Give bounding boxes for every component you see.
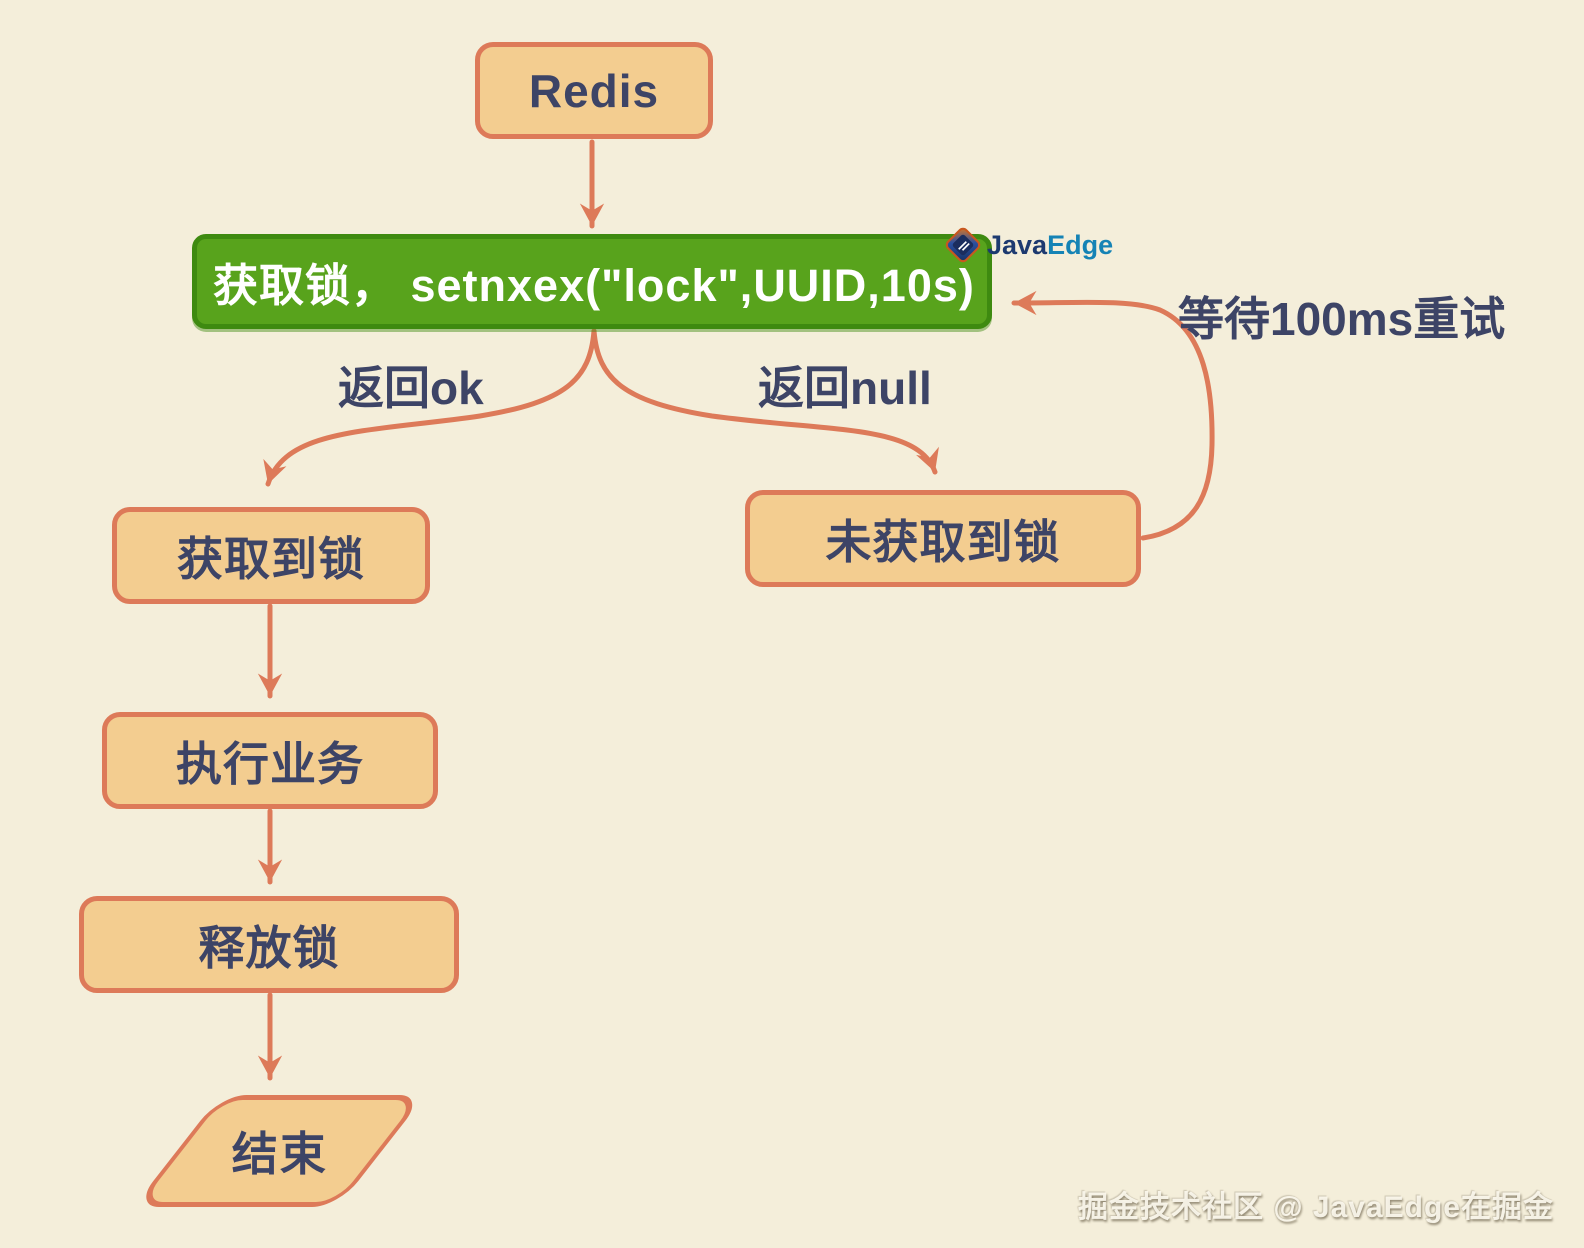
edge-label-return-null: 返回null — [758, 362, 932, 414]
node-lock-not-acquired: 未获取到锁 — [745, 490, 1141, 587]
logo-text: JavaEdge — [987, 230, 1113, 261]
node-redis-label: Redis — [528, 64, 660, 117]
node-end-terminator: 结束 — [133, 1095, 426, 1207]
node-release-lock: 释放锁 — [79, 896, 459, 993]
javaedge-logo: JavaEdge — [944, 226, 1113, 264]
javaedge-diamond-icon — [945, 227, 981, 263]
node-execute-business-label: 执行业务 — [176, 737, 364, 790]
node-acquire-lock-label: 获取锁， setnxex("lock",UUID,10s) — [213, 260, 975, 311]
node-execute-business: 执行业务 — [102, 712, 438, 809]
node-lock-not-acquired-label: 未获取到锁 — [825, 515, 1061, 568]
node-redis: Redis — [475, 42, 713, 139]
node-lock-acquired: 获取到锁 — [112, 507, 430, 604]
node-release-lock-label: 释放锁 — [198, 921, 340, 974]
edge-label-retry-wait: 等待100ms重试 — [1178, 293, 1506, 345]
edge-label-return-ok: 返回ok — [338, 362, 484, 414]
watermark-text: 掘金技术社区 @ JavaEdge在掘金 — [1077, 1191, 1554, 1224]
node-acquire-lock: 获取锁， setnxex("lock",UUID,10s) — [192, 234, 992, 329]
node-end-label: 结束 — [231, 1128, 328, 1180]
logo-text-java: Java — [987, 229, 1048, 260]
logo-text-edge: Edge — [1047, 229, 1114, 260]
node-lock-acquired-label: 获取到锁 — [177, 532, 365, 585]
